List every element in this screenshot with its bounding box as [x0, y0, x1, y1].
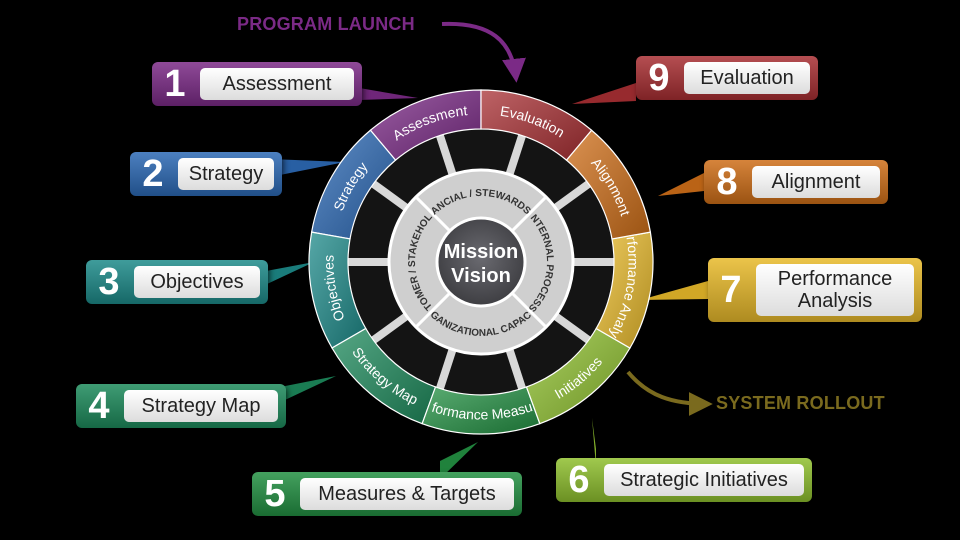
step-callout-4: 4 Strategy Map — [76, 384, 286, 428]
callout-pointer-4 — [270, 376, 336, 407]
step-callout-8: 8 Alignment — [704, 160, 888, 204]
ring-segment-9 — [480, 89, 593, 161]
callout-pointers — [250, 83, 708, 479]
ring-segment-3 — [308, 231, 367, 349]
ring-segment-4 — [331, 327, 437, 425]
step-number: 7 — [720, 269, 742, 311]
step-number: 1 — [164, 63, 186, 105]
step-callout-6: 6 Strategic Initiatives — [556, 458, 812, 502]
callout-pointer-8 — [658, 173, 704, 196]
step-label: Strategy Map — [124, 390, 278, 422]
step-number: 3 — [98, 261, 120, 303]
step-number: 8 — [716, 161, 738, 203]
mission-text: Mission — [444, 241, 518, 263]
step-callout-9: 9 Evaluation — [636, 56, 818, 100]
launch-arrow — [441, 21, 526, 83]
step-callout-7: 7 Performance Analysis — [708, 258, 922, 322]
step-callout-1: 1 Assessment — [152, 62, 362, 106]
step-number: 9 — [648, 57, 670, 99]
step-number: 2 — [142, 153, 164, 195]
ring-segment-7 — [595, 231, 654, 349]
vision-text: Vision — [451, 265, 511, 287]
step-number: 4 — [88, 385, 110, 427]
step-label: Measures & Targets — [300, 478, 514, 510]
callout-pointer-2 — [270, 159, 345, 177]
rollout-arrow — [626, 370, 713, 416]
step-label: Assessment — [200, 68, 354, 100]
step-callout-3: 3 Objectives — [86, 260, 268, 304]
step-label: Evaluation — [684, 62, 810, 94]
ring-segment-2 — [310, 129, 397, 240]
callout-pointer-5 — [440, 442, 478, 479]
step-number: 6 — [568, 459, 590, 501]
step-label: Strategic Initiatives — [604, 464, 804, 496]
program-launch-label: PROGRAM LAUNCH — [237, 14, 415, 34]
step-label: Alignment — [752, 166, 880, 198]
step-label: Strategy — [178, 158, 274, 190]
ring-segment-8 — [565, 129, 652, 240]
step-number: 5 — [264, 473, 286, 515]
ring-segment-6 — [525, 327, 631, 425]
step-callout-2: 2 Strategy — [130, 152, 282, 196]
system-rollout-label: SYSTEM ROLLOUT — [716, 393, 885, 413]
callout-pointer-7 — [640, 281, 708, 300]
step-callout-5: 5 Measures & Targets — [252, 472, 522, 516]
callout-pointer-6 — [592, 418, 596, 467]
ring-segment-5 — [421, 386, 541, 435]
step-label: Performance Analysis — [756, 264, 914, 316]
step-label: Objectives — [134, 266, 260, 298]
callout-pointer-9 — [572, 83, 636, 104]
